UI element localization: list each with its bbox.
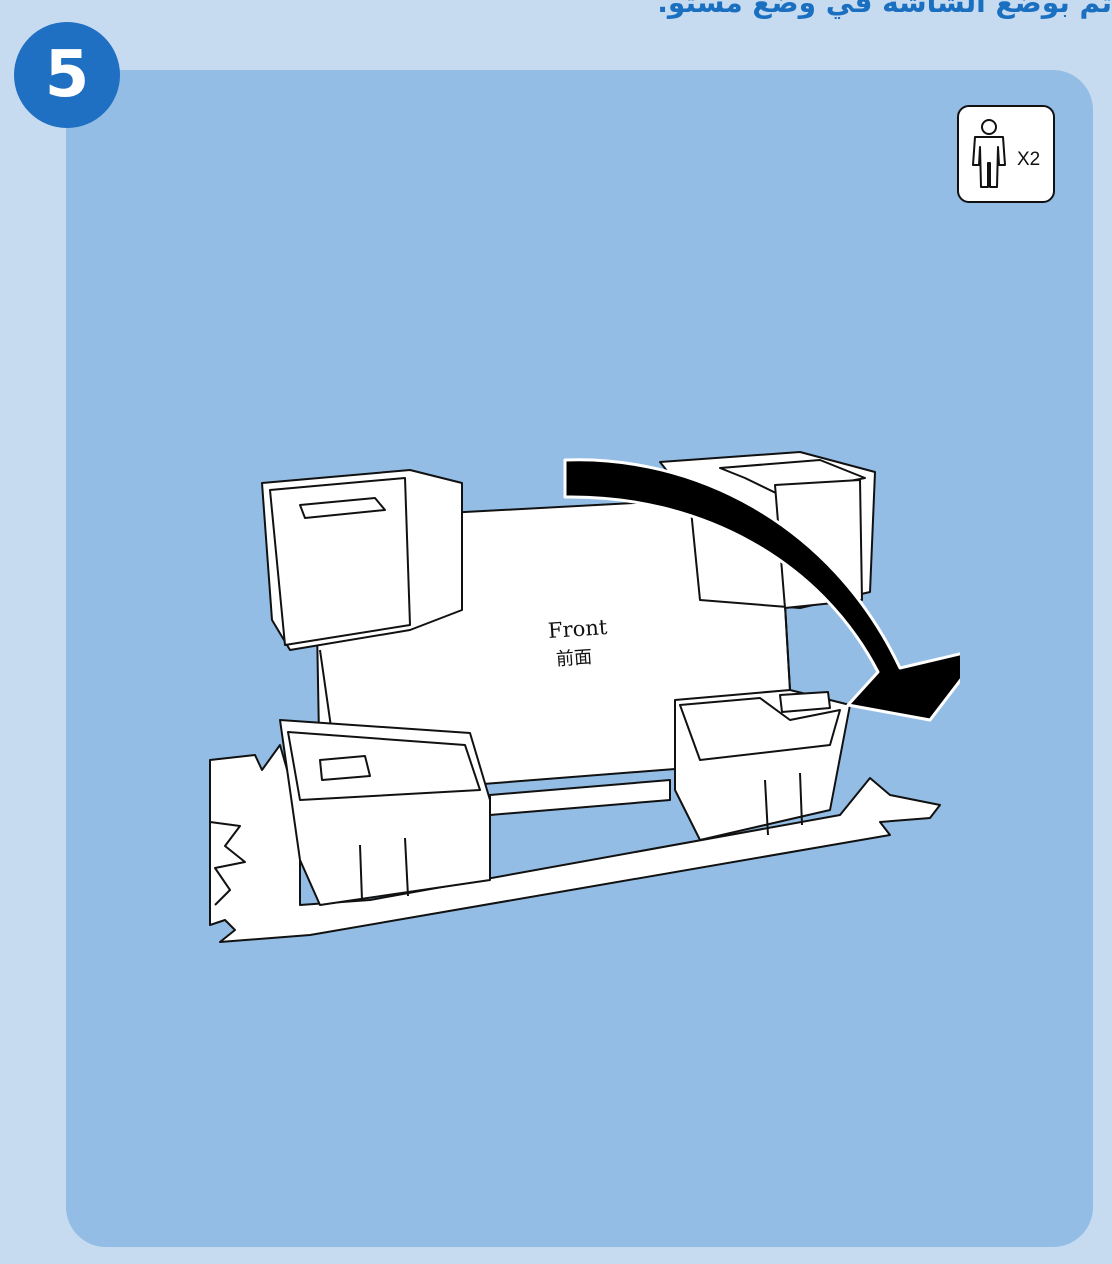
instruction-caption: ثم بوضع الشاشة في وضع مستو. [657, 0, 1112, 19]
front-label: Front [547, 614, 608, 644]
step-number-badge: 5 [14, 22, 120, 128]
front-label-chinese: 前面 [555, 646, 593, 671]
rotate-down-arrow [563, 458, 960, 722]
cardboard-tray [209, 744, 941, 943]
persons-required-badge: X2 [957, 105, 1055, 203]
persons-count: X2 [1017, 149, 1041, 170]
person-icon [972, 119, 1006, 188]
monitor-packaging-illustration [209, 451, 960, 943]
